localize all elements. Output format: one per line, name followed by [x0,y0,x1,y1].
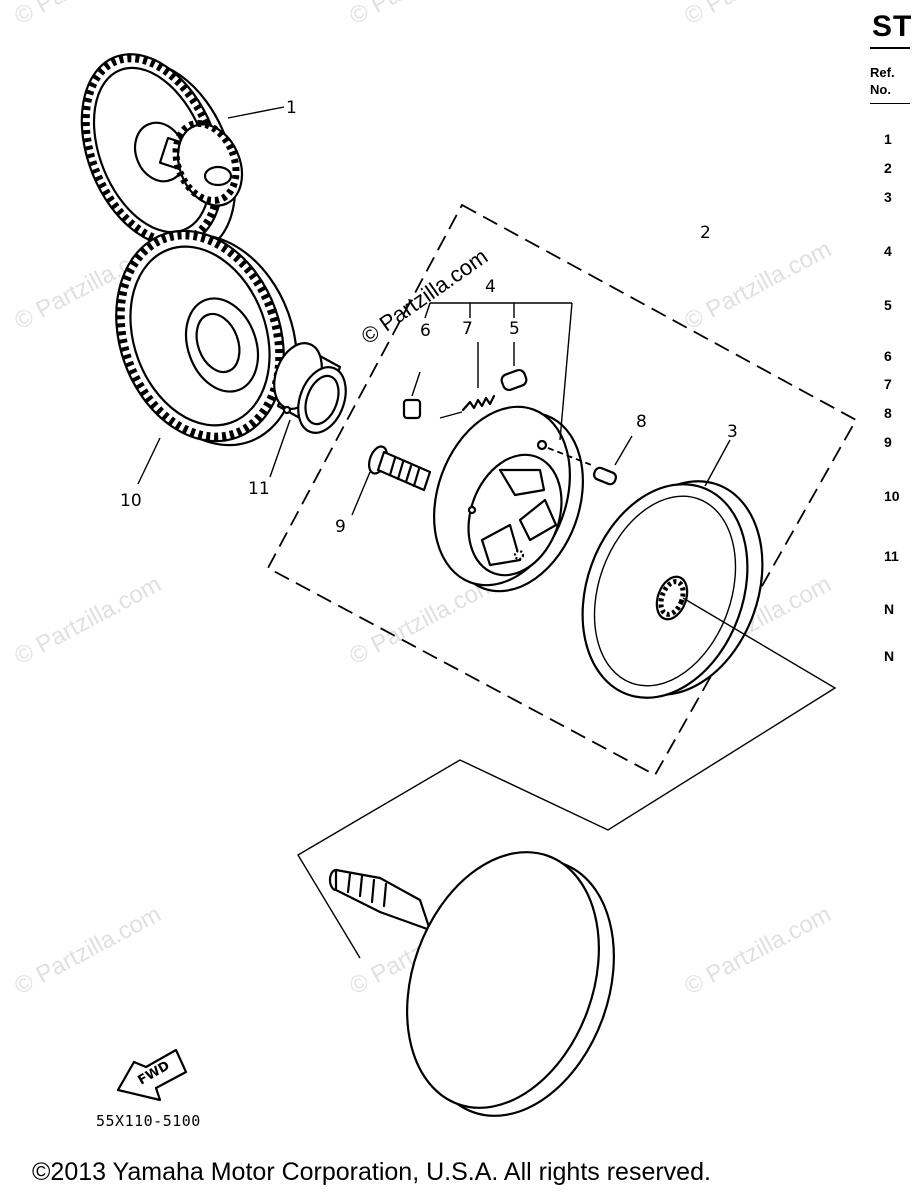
legend-row: 6 [884,348,892,364]
parts-legend: ST Ref. No. 1 2 3 4 5 6 7 8 9 10 11 N N [864,0,911,700]
legend-header-no: No. [870,82,891,97]
callout-7: 7 [462,319,473,339]
legend-row: N [884,648,895,664]
watermark: © Partzilla.com [345,0,500,30]
legend-rule [870,47,910,49]
legend-header-ref: Ref. [870,65,895,80]
callout-11: 11 [248,479,270,499]
part-6-roller [402,371,422,420]
watermark: © Partzilla.com [10,901,165,1001]
callout-5: 5 [509,319,520,339]
callout-10: 10 [120,491,142,511]
part-4-bracket [424,302,573,441]
watermark: © Partzilla.com [680,236,835,336]
callout-6: 6 [420,321,431,341]
callout-labels: 1 2 3 4 5 6 7 8 9 10 11 [120,98,738,537]
part-9-bolt [351,445,432,516]
legend-row: 1 [884,131,892,147]
watermark: © Partzilla.com [680,0,835,30]
part-2-clutch-body [433,405,584,593]
legend-row: 7 [884,376,892,392]
part-1-idle-gear [80,53,285,255]
callout-9: 9 [335,517,346,537]
part-8-pin [547,435,633,486]
crankshaft-flywheel [297,597,837,1117]
callout-8: 8 [636,412,647,432]
legend-title: ST [872,10,912,43]
copyright-notice: ©2013 Yamaha Motor Corporation, U.S.A. A… [32,1158,711,1186]
callout-4: 4 [485,277,496,297]
part-3-clutch-outer [581,439,764,699]
legend-row: N [884,601,895,617]
assembly-outline [266,203,858,777]
callout-3: 3 [727,422,738,442]
watermark: © Partzilla.com [680,901,835,1001]
fwd-arrow-icon: FWD [116,1048,188,1102]
legend-row: 8 [884,405,892,421]
legend-row: 2 [884,160,892,176]
part-10-wheel-gear [115,229,298,485]
legend-row: 9 [884,434,892,450]
watermark: © Partzilla.com [10,0,165,30]
legend-row: 5 [884,297,892,313]
legend-rule [870,103,910,104]
callout-2: 2 [700,223,711,243]
legend-row: 10 [884,488,900,504]
legend-header: Ref. No. [870,64,895,98]
legend-row: 4 [884,243,892,259]
legend-row: 11 [884,548,899,564]
part-7-spring [439,342,496,419]
legend-row: 3 [884,189,892,205]
diagram-code: 55X110-5100 [96,1112,201,1130]
part-11-bearing [269,342,347,478]
callout-1: 1 [286,98,297,118]
part-5-plunger [500,342,528,392]
watermark: © Partzilla.com [10,571,165,671]
